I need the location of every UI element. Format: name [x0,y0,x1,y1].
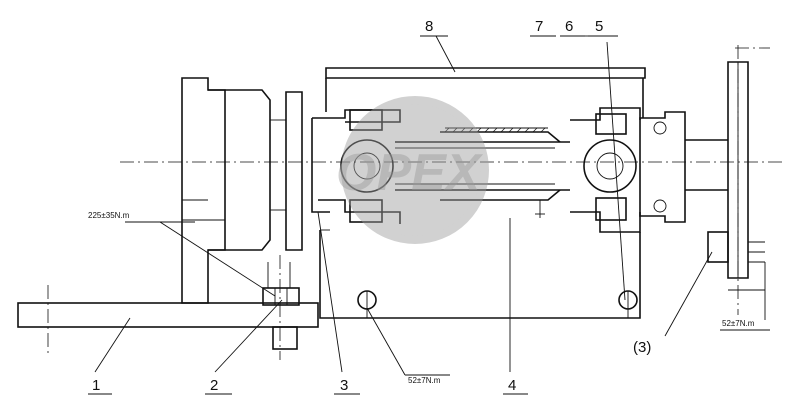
left-motor-housing [181,77,303,304]
callout-7: 7 [535,18,543,35]
sleeve-hatch [444,127,548,133]
bolt-2 [262,262,300,350]
torque-label-2: 52±7N.m [408,376,441,385]
right-disc [707,61,765,291]
torque-labels: 225±35N.m 52±7N.m 52±7N.m [88,211,755,385]
watermark-text: OPEX [336,144,484,202]
callouts: 1 2 3 4 5 6 7 8 (3) [92,18,651,394]
callout-3: 3 [340,377,348,394]
watermark: OPEX [336,96,489,244]
torque-label-1: 225±35N.m [88,211,130,220]
callout-6: 6 [565,18,573,35]
leader-lines [88,35,770,395]
callout-4: 4 [508,377,516,394]
guard-bolts [357,200,638,318]
callout-3-bracketed: (3) [633,339,651,356]
callout-1: 1 [92,377,100,394]
base-beam [17,302,319,328]
cardan-shaft [311,107,728,233]
torque-label-3: 52±7N.m [722,319,755,328]
callout-2: 2 [210,377,218,394]
callout-8: 8 [425,18,433,35]
callout-5: 5 [595,18,603,35]
guard-cover [319,67,646,319]
